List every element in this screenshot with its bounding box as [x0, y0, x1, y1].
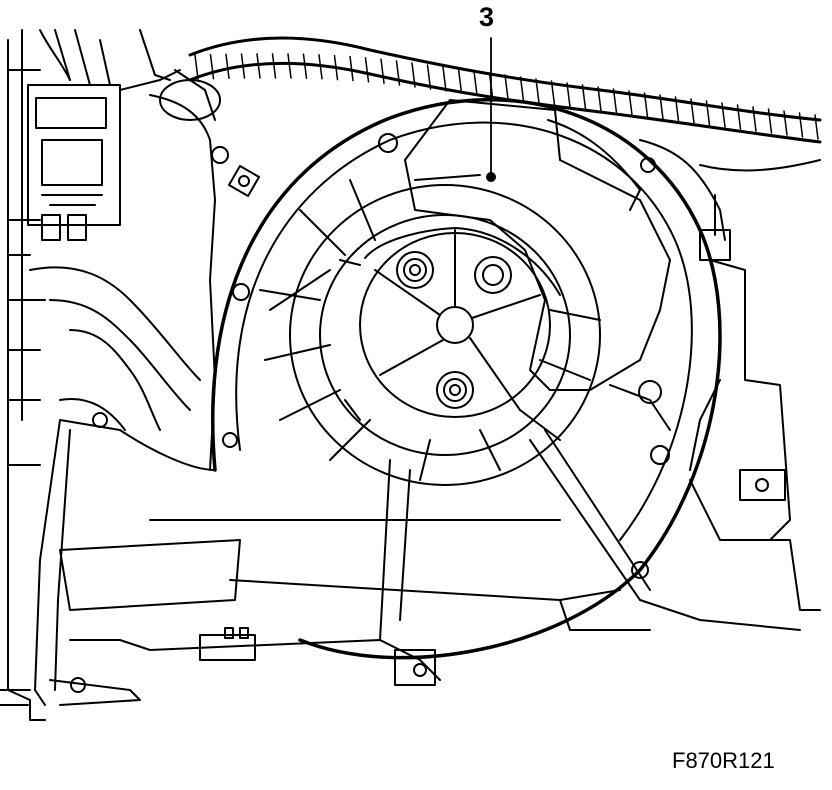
motor-hub: [339, 227, 561, 421]
blower-housing: [34, 98, 722, 706]
right-bracket: [559, 194, 821, 631]
upper-plate: [404, 99, 671, 391]
callout-3-label: 3: [479, 2, 495, 32]
callout-3-anchor-dot: [486, 172, 496, 182]
figure-reference: F870R121: [672, 748, 775, 773]
wiring-harness: [188, 36, 822, 241]
left-frame: [0, 29, 46, 721]
connector-block: [27, 29, 181, 241]
bolt-heads: [70, 133, 670, 693]
hose-assembly: [29, 69, 261, 471]
